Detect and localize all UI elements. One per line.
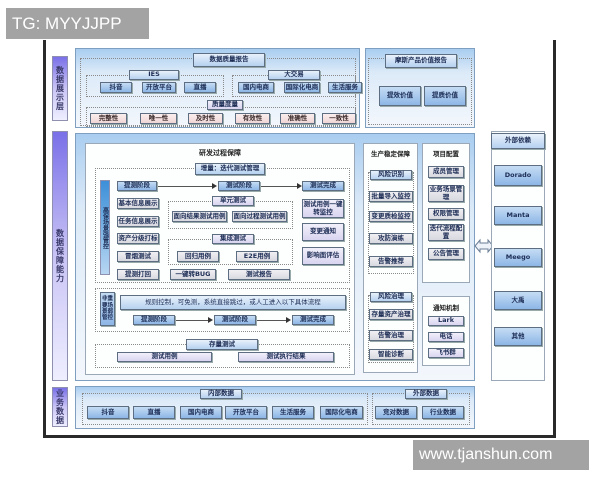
- weak-stage-testing: 测试阶段: [214, 315, 256, 325]
- notify-lark: Lark: [428, 316, 464, 326]
- internal-intl: 国际化电商: [320, 406, 363, 419]
- item-asset-tagging: 资产分级打标: [117, 233, 159, 244]
- rule-text: 规则控制，可免测，系统直接跳过，或人工进入以下具体流程: [120, 295, 346, 310]
- internal-domestic: 国内电商: [180, 406, 222, 419]
- item-case-to-monitor: 测试用例一键转监控: [302, 199, 344, 218]
- product-value-efficiency: 提效价值: [379, 86, 421, 106]
- risk-alert-recommend: 告警推荐: [369, 256, 413, 267]
- project-config-title: 项目配置: [433, 150, 459, 158]
- product-value-title: 摩斯产品价值报告: [385, 54, 457, 68]
- metric-accuracy: 准确性: [280, 113, 315, 124]
- arrow-line: [158, 186, 213, 187]
- big-trade-item-intl: 国际化电商: [284, 82, 320, 93]
- item-task-info: 任务信息展示: [117, 216, 159, 227]
- item-test-report: 测试报告: [228, 269, 290, 280]
- dep-meego: Meego: [494, 248, 542, 267]
- notify-feishu-group: 飞书群: [428, 348, 464, 358]
- stock-test-results: 测试执行结果: [238, 352, 334, 362]
- ies-title: IES: [129, 70, 179, 80]
- external-deps-title: 外部依赖: [491, 133, 545, 149]
- stage-testing: 测试阶段: [218, 181, 260, 191]
- internal-life: 生活服务: [272, 406, 314, 419]
- metric-uniqueness: 唯一性: [140, 113, 177, 124]
- quality-report-title: 数据质量报告: [193, 53, 265, 67]
- integration-test-title: 集成测试: [212, 234, 254, 244]
- watermark-bottom: www.tjanshun.com: [413, 440, 589, 470]
- dev-process-title: 研发过程保障: [199, 149, 241, 157]
- product-value-quality: 提质价值: [424, 86, 466, 106]
- internal-douyin: 抖音: [87, 406, 129, 419]
- arrow-right-icon: [297, 183, 302, 189]
- risk-govern-title: 风险治理: [370, 292, 412, 302]
- dep-dorado: Dorado: [494, 165, 542, 186]
- item-change-notify: 变更通知: [302, 223, 344, 241]
- config-members: 成员管理: [428, 166, 464, 178]
- strong-control-label: 高保场景强管控: [100, 180, 110, 275]
- stage-complete: 测试完成: [302, 181, 344, 191]
- external-industry: 行业数据: [422, 406, 464, 419]
- item-submit-reject: 提测打回: [117, 269, 159, 280]
- external-competitor: 竞对数据: [375, 406, 417, 419]
- dep-dayu: 大禹: [494, 291, 542, 310]
- internal-live: 直播: [133, 406, 175, 419]
- notify-phone: 电话: [428, 332, 464, 342]
- big-trade-item-life: 生活服务: [328, 82, 362, 93]
- arrow-line: [176, 320, 209, 321]
- internal-open-platform: 开放平台: [225, 406, 267, 419]
- config-iteration-flow: 迭代流程配置: [428, 224, 464, 241]
- layer-label-display: 数据展示层: [52, 56, 68, 121]
- risk-attack-drill: 攻防演练: [369, 233, 413, 244]
- quality-metrics-title: 质量度量: [207, 100, 243, 110]
- metric-validity: 有效性: [235, 113, 270, 124]
- integration-regression: 回归用例: [177, 251, 219, 262]
- metric-consistency: 一致性: [322, 113, 356, 124]
- dep-manta: Manta: [494, 206, 542, 225]
- item-smoke-test: 冒烟测试: [117, 251, 159, 262]
- ies-item-douyin: 抖音: [100, 82, 132, 93]
- watermark-top: TG: MYYJJPP: [6, 8, 149, 39]
- risk-smart-diagnosis: 智能诊断: [369, 349, 413, 360]
- unit-test-process-cases: 面向过程测试用例: [232, 211, 287, 222]
- item-impact-eval: 影响面评估: [302, 247, 344, 265]
- weak-control-area: [95, 288, 350, 332]
- metric-timeliness: 及时性: [188, 113, 223, 124]
- stock-test-cases: 测试用例: [117, 352, 212, 362]
- incremental-title: 增量：迭代测试管理: [195, 163, 265, 175]
- arrow-right-icon: [208, 317, 213, 323]
- big-trade-title: 大交易: [268, 70, 320, 80]
- item-basic-info: 基本信息展示: [117, 198, 159, 209]
- ies-item-open-platform: 开放平台: [142, 82, 176, 93]
- dep-other: 其他: [494, 327, 542, 346]
- big-trade-item-domestic: 国内电商: [238, 82, 274, 93]
- ies-item-live: 直播: [184, 82, 216, 93]
- internal-data-title: 内部数据: [200, 389, 242, 399]
- unit-test-result-cases: 面向结果测试用例: [172, 211, 227, 222]
- config-announcement: 公告管理: [428, 248, 464, 260]
- stock-test-title: 存量测试: [186, 339, 258, 350]
- integration-e2e: E2E用例: [236, 251, 278, 262]
- stage-submit: 提测阶段: [117, 181, 157, 191]
- weak-control-label: 非重要场景弱管控: [100, 292, 115, 326]
- weak-stage-complete: 测试完成: [292, 315, 334, 325]
- risk-identify-title: 风险识别: [370, 170, 412, 180]
- arrow-line: [257, 320, 287, 321]
- risk-batch-import: 批量导入监控: [369, 191, 413, 202]
- layer-label-assurance: 数据保障能力: [52, 131, 68, 381]
- arrow-right-icon: [212, 183, 217, 189]
- production-title: 生产稳定保障: [371, 150, 410, 158]
- item-to-bug: 一键转BUG: [170, 269, 216, 280]
- config-scenarios: 业务场景管理: [428, 185, 464, 202]
- unit-test-title: 单元测试: [212, 196, 254, 206]
- risk-stock-assets: 存量资产治理: [369, 309, 413, 320]
- config-permissions: 权限管理: [428, 208, 464, 220]
- risk-alert-govern: 告警治理: [369, 330, 413, 341]
- metric-completeness: 完整性: [90, 113, 127, 124]
- arrow-line: [261, 186, 298, 187]
- notification-title: 通知机制: [433, 304, 459, 312]
- weak-stage-submit: 提测阶段: [133, 315, 175, 325]
- external-data-title: 外部数据: [405, 389, 447, 399]
- arrow-right-icon: [286, 317, 291, 323]
- risk-change-check: 变更质检监控: [369, 211, 413, 222]
- layer-label-business: 业务数据: [52, 387, 68, 427]
